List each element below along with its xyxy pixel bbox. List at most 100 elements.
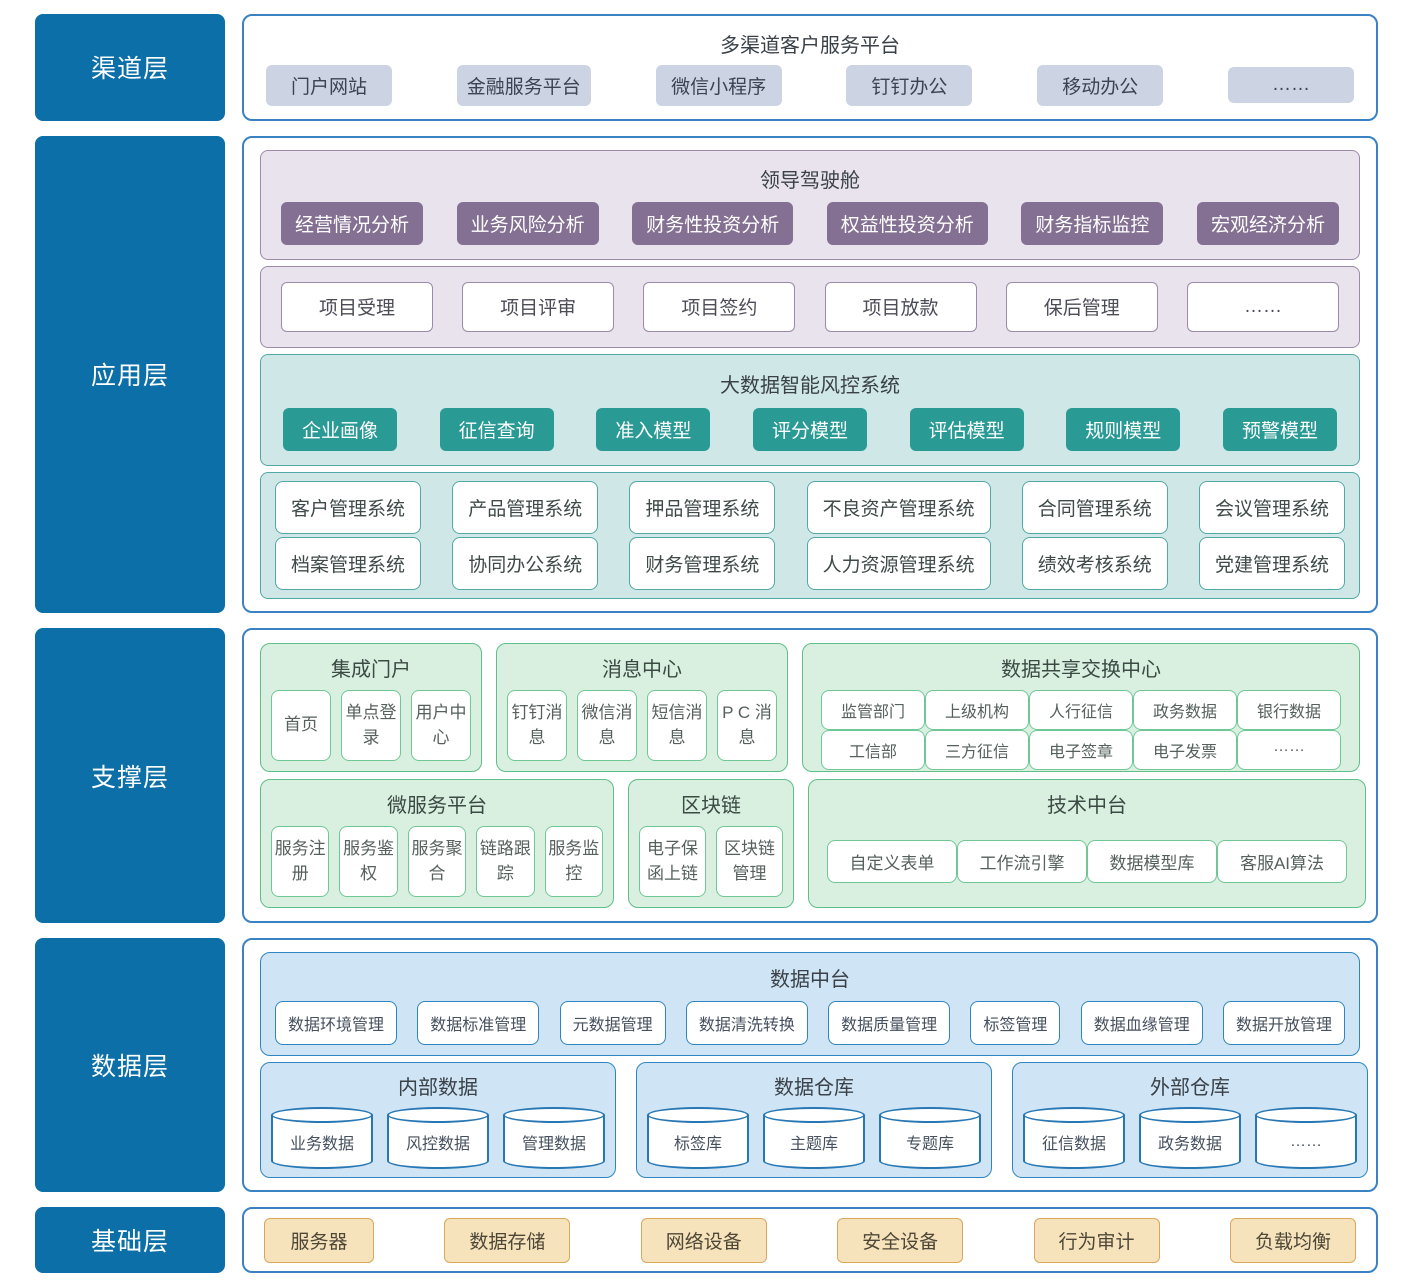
data-platform-item: 数据质量管理 — [828, 1000, 951, 1045]
layer-label-application: 应用层 — [35, 135, 225, 614]
flow-step-more: …… — [1186, 281, 1339, 332]
layer-label-data: 数据层 — [35, 938, 225, 1193]
microservice-item: 服务监控 — [544, 826, 604, 898]
database-icon: 标签库 — [647, 1106, 749, 1169]
database-label: 政务数据 — [1139, 1114, 1241, 1161]
message-items: 钉钉消息 微信消息 短信消息 P C 消息 — [507, 690, 777, 762]
data-panel: 数据中台 数据环境管理 数据标准管理 元数据管理 数据清洗转换 数据质量管理 标… — [242, 938, 1378, 1193]
layer-label-infrastructure: 基础层 — [35, 1207, 225, 1273]
channel-chip: 门户网站 — [266, 64, 392, 106]
message-center-section: 消息中心 钉钉消息 微信消息 短信消息 P C 消息 — [496, 643, 788, 773]
data-platform-item: 数据血缘管理 — [1080, 1000, 1203, 1045]
microservice-item: 服务注册 — [270, 826, 330, 898]
blockchain-items: 电子保函上链 区块链管理 — [639, 826, 783, 898]
blockchain-section: 区块链 电子保函上链 区块链管理 — [628, 779, 794, 909]
infrastructure-layer-row: 基础层 服务器 数据存储 网络设备 安全设备 行为审计 负载均衡 — [35, 1207, 1378, 1273]
exchange-item: 政务数据 — [1133, 690, 1237, 731]
data-warehouse-items: 标签库 主题库 专题库 — [647, 1106, 981, 1169]
risk-system-section: 大数据智能风控系统 企业画像 征信查询 准入模型 评分模型 评估模型 规则模型 … — [260, 353, 1360, 466]
message-item: P C 消息 — [717, 690, 777, 762]
risk-chip-row: 企业画像 征信查询 准入模型 评分模型 评估模型 规则模型 预警模型 — [283, 407, 1337, 451]
microservice-title: 微服务平台 — [387, 795, 487, 818]
internal-data-items: 业务数据 风控数据 管理数据 — [271, 1106, 605, 1169]
data-platform-item: 数据环境管理 — [275, 1000, 398, 1045]
tech-item: 工作流引擎 — [957, 840, 1087, 884]
channel-chip-row: 门户网站 金融服务平台 微信小程序 钉钉办公 移动办公 …… — [266, 64, 1354, 106]
exchange-item: 工信部 — [821, 730, 925, 771]
blockchain-item: 区块链管理 — [716, 826, 783, 898]
risk-chip: 预警模型 — [1222, 407, 1337, 451]
application-layer-row: 应用层 领导驾驶舱 经营情况分析 业务风险分析 财务性投资分析 权益性投资分析 … — [35, 135, 1378, 614]
data-platform-item: 数据清洗转换 — [685, 1000, 808, 1045]
data-platform-title: 数据中台 — [770, 969, 850, 992]
flow-step: 项目受理 — [281, 281, 433, 332]
risk-system-title: 大数据智能风控系统 — [720, 374, 900, 397]
application-panel-inner: 领导驾驶舱 经营情况分析 业务风险分析 财务性投资分析 权益性投资分析 财务指标… — [244, 138, 1376, 611]
internal-data-title: 内部数据 — [398, 1077, 478, 1100]
external-warehouse-title: 外部仓库 — [1150, 1077, 1230, 1100]
database-label: 标签库 — [647, 1114, 749, 1161]
portal-section: 集成门户 首页 单点登录 用户中心 — [260, 643, 482, 773]
channel-platform-title: 多渠道客户服务平台 — [720, 34, 900, 57]
system-box: 党建管理系统 — [1198, 536, 1345, 590]
internal-data-section: 内部数据 业务数据 风控数据 管理数据 — [260, 1062, 616, 1179]
layer-label-channel: 渠道层 — [35, 14, 225, 121]
portal-items: 首页 单点登录 用户中心 — [271, 690, 471, 762]
support-row-bottom: 微服务平台 服务注册 服务鉴权 服务聚合 链路跟踪 服务监控 区块链 电子保函上… — [260, 779, 1366, 909]
exchange-item: 监管部门 — [821, 690, 925, 731]
cockpit-chip: 财务性投资分析 — [632, 202, 794, 246]
risk-chip: 准入模型 — [596, 407, 711, 451]
channel-panel: 多渠道客户服务平台 门户网站 金融服务平台 微信小程序 钉钉办公 移动办公 …… — [242, 14, 1378, 121]
cockpit-chip: 财务指标监控 — [1021, 202, 1164, 246]
message-center-title: 消息中心 — [602, 659, 682, 682]
data-platform-item: 标签管理 — [970, 1000, 1061, 1045]
exchange-item: 三方征信 — [925, 730, 1029, 771]
system-box: 合同管理系统 — [1021, 481, 1168, 535]
cockpit-title: 领导驾驶舱 — [760, 169, 860, 192]
data-warehouse-section: 数据仓库 标签库 主题库 专题库 — [636, 1062, 992, 1179]
external-warehouse-section: 外部仓库 征信数据 政务数据 …… — [1012, 1062, 1368, 1179]
cockpit-section: 领导驾驶舱 经营情况分析 业务风险分析 财务性投资分析 权益性投资分析 财务指标… — [260, 149, 1360, 260]
system-box: 产品管理系统 — [452, 481, 599, 535]
infrastructure-item: 行为审计 — [1033, 1217, 1160, 1263]
data-platform-item: 元数据管理 — [559, 1000, 666, 1045]
system-box: 协同办公系统 — [452, 536, 599, 590]
exchange-item: 电子签章 — [1029, 730, 1133, 771]
data-exchange-rows: 监管部门 上级机构 人行征信 政务数据 银行数据 工信部 三方征信 电子签章 电… — [813, 690, 1349, 771]
exchange-item: 人行征信 — [1029, 690, 1133, 731]
infrastructure-item: 安全设备 — [837, 1217, 964, 1263]
channel-panel-inner: 多渠道客户服务平台 门户网站 金融服务平台 微信小程序 钉钉办公 移动办公 …… — [244, 16, 1376, 119]
infrastructure-panel: 服务器 数据存储 网络设备 安全设备 行为审计 负载均衡 — [242, 1207, 1378, 1273]
channel-chip: 移动办公 — [1037, 64, 1164, 106]
channel-chip-more: …… — [1228, 67, 1354, 104]
message-item: 钉钉消息 — [507, 690, 567, 762]
portal-item: 用户中心 — [411, 690, 471, 762]
database-label: 专题库 — [879, 1114, 981, 1161]
blockchain-title: 区块链 — [681, 795, 741, 818]
tech-platform-section: 技术中台 自定义表单 工作流引擎 数据模型库 客服AI算法 — [808, 779, 1366, 909]
data-platform-items: 数据环境管理 数据标准管理 元数据管理 数据清洗转换 数据质量管理 标签管理 数… — [275, 1000, 1345, 1045]
infrastructure-item: 负载均衡 — [1229, 1217, 1356, 1263]
support-panel: 集成门户 首页 单点登录 用户中心 消息中心 钉钉消息 微信消息 短信消息 — [242, 628, 1378, 924]
infrastructure-panel-inner: 服务器 数据存储 网络设备 安全设备 行为审计 负载均衡 — [244, 1209, 1376, 1271]
portal-item: 首页 — [271, 690, 331, 762]
tech-platform-row: 自定义表单 工作流引擎 数据模型库 客服AI算法 — [819, 840, 1355, 884]
message-item: 微信消息 — [577, 690, 637, 762]
system-box: 绩效考核系统 — [1021, 536, 1168, 590]
data-sources-row: 内部数据 业务数据 风控数据 管理数据 数据仓库 标签库 主题库 专题库 — [260, 1062, 1368, 1179]
exchange-item: 电子发票 — [1133, 730, 1237, 771]
tech-item: 自定义表单 — [827, 840, 957, 884]
microservice-item: 链路跟踪 — [476, 826, 535, 898]
microservice-items: 服务注册 服务鉴权 服务聚合 链路跟踪 服务监控 — [270, 826, 604, 898]
support-panel-inner: 集成门户 首页 单点登录 用户中心 消息中心 钉钉消息 微信消息 短信消息 — [244, 630, 1376, 921]
tech-platform-title: 技术中台 — [1047, 795, 1127, 818]
risk-chip: 征信查询 — [439, 407, 554, 451]
flow-step: 保后管理 — [1005, 281, 1158, 332]
data-exchange-section: 数据共享交换中心 监管部门 上级机构 人行征信 政务数据 银行数据 工信部 — [802, 643, 1360, 773]
exchange-row-1: 监管部门 上级机构 人行征信 政务数据 银行数据 — [813, 690, 1349, 731]
support-row-top: 集成门户 首页 单点登录 用户中心 消息中心 钉钉消息 微信消息 短信消息 — [260, 643, 1360, 773]
system-box: 会议管理系统 — [1198, 481, 1345, 535]
database-icon: 管理数据 — [503, 1106, 605, 1169]
portal-item: 单点登录 — [341, 690, 401, 762]
data-platform-item: 数据标准管理 — [417, 1000, 540, 1045]
